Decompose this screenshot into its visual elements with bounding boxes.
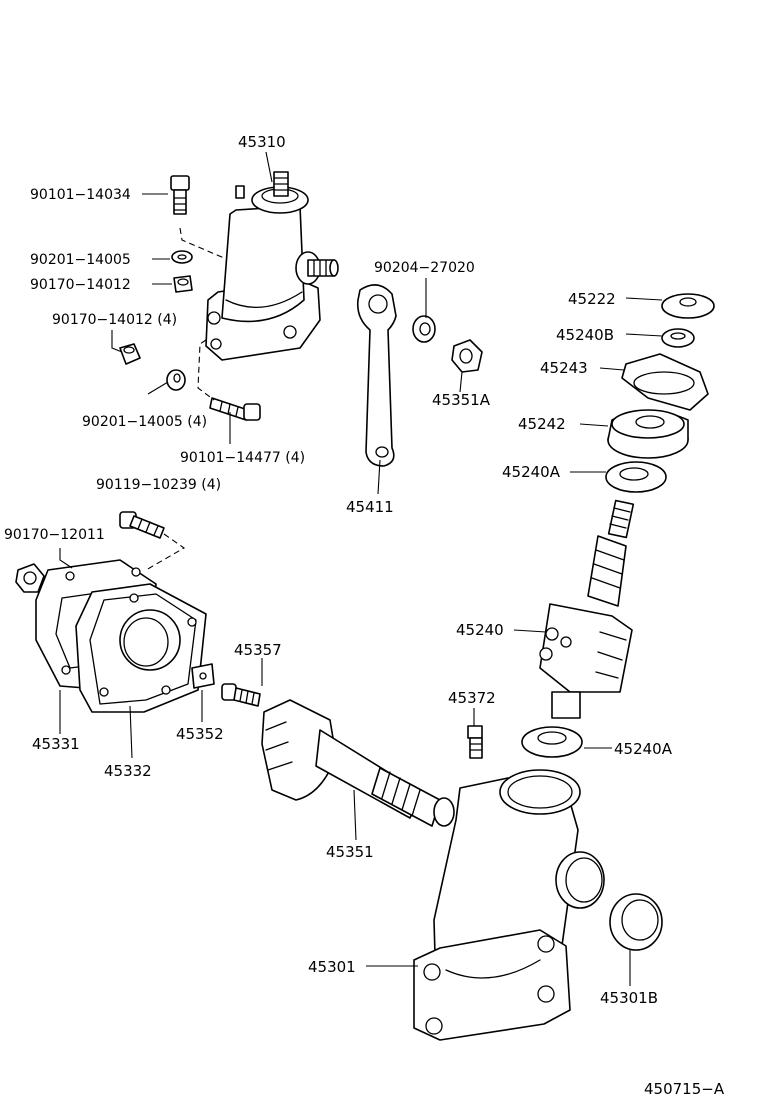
label-45352: 45352 <box>176 725 224 743</box>
part-45372-plug[interactable] <box>467 725 483 759</box>
label-90101-14477-4: 90101−14477 (4) <box>180 450 305 466</box>
label-90170-12011: 90170−12011 <box>4 527 105 543</box>
part-45310-gear-assembly[interactable] <box>205 171 339 361</box>
label-45411: 45411 <box>346 498 394 516</box>
label-45243: 45243 <box>540 359 588 377</box>
label-45240: 45240 <box>456 621 504 639</box>
label-90201-14005-4: 90201−14005 (4) <box>82 414 207 430</box>
label-45242: 45242 <box>518 415 566 433</box>
part-90204-27020-washer[interactable] <box>412 315 436 343</box>
label-45357: 45357 <box>234 641 282 659</box>
part-labels: 45310 90101−14034 90201−14005 90170−1401… <box>4 133 725 1098</box>
part-45240B-bearing[interactable] <box>661 328 695 348</box>
label-45222: 45222 <box>568 290 616 308</box>
label-45301: 45301 <box>308 958 356 976</box>
part-45242-adjusting-plug[interactable] <box>607 409 689 459</box>
part-45301B-seal[interactable] <box>609 893 663 951</box>
label-45351: 45351 <box>326 843 374 861</box>
diagram-code: 450715−A <box>644 1080 725 1098</box>
label-45351A: 45351A <box>432 391 491 409</box>
label-90119-10239-4: 90119−10239 (4) <box>96 477 221 493</box>
part-90201-14005-washer-x4[interactable] <box>166 369 186 391</box>
label-90170-14012-4: 90170−14012 (4) <box>52 312 177 328</box>
alignment-dash-bracket <box>197 339 215 401</box>
part-90101-14477-bolt-x4[interactable] <box>209 397 261 421</box>
part-90201-14005-washer[interactable] <box>171 250 193 264</box>
label-45331: 45331 <box>32 735 80 753</box>
label-45301B: 45301B <box>600 989 658 1007</box>
label-45372: 45372 <box>448 689 496 707</box>
part-45411-pitman-arm[interactable] <box>356 284 397 467</box>
leader-lines <box>59 151 663 986</box>
part-45222-seal[interactable] <box>661 293 715 319</box>
part-45243-locknut[interactable] <box>621 353 709 411</box>
part-90101-14034-bolt[interactable] <box>170 175 190 215</box>
part-45357-adjusting-screw[interactable] <box>221 683 261 707</box>
part-90170-14012-nut[interactable] <box>173 275 193 293</box>
part-45301-gear-housing[interactable] <box>413 769 605 1041</box>
part-45332-side-cover[interactable] <box>75 583 207 713</box>
label-90170-14012: 90170−14012 <box>30 277 131 293</box>
label-90204-27020: 90204−27020 <box>374 260 475 276</box>
part-45351A-nut[interactable] <box>451 339 483 373</box>
part-45352-lock-plate[interactable] <box>191 663 215 689</box>
label-90101-14034: 90101−14034 <box>30 187 131 203</box>
label-45310: 45310 <box>238 133 286 151</box>
label-90201-14005: 90201−14005 <box>30 252 131 268</box>
alignment-dash-cover <box>145 533 186 571</box>
label-45332: 45332 <box>104 762 152 780</box>
label-45240A-bottom: 45240A <box>614 740 673 758</box>
part-45240A-bearing-lower[interactable] <box>521 726 583 758</box>
label-45240A-top: 45240A <box>502 463 561 481</box>
part-45240A-bearing-upper[interactable] <box>605 461 667 493</box>
part-45351-sector-shaft[interactable] <box>261 699 455 827</box>
alignment-dash-upper <box>179 227 225 259</box>
label-45240B: 45240B <box>556 326 614 344</box>
part-90170-14012-nut-x4[interactable] <box>119 343 141 365</box>
part-45240-worm-shaft[interactable] <box>539 499 635 719</box>
part-90119-10239-bolt-x4[interactable] <box>119 511 165 539</box>
part-90170-12011-nut[interactable] <box>15 563 45 593</box>
